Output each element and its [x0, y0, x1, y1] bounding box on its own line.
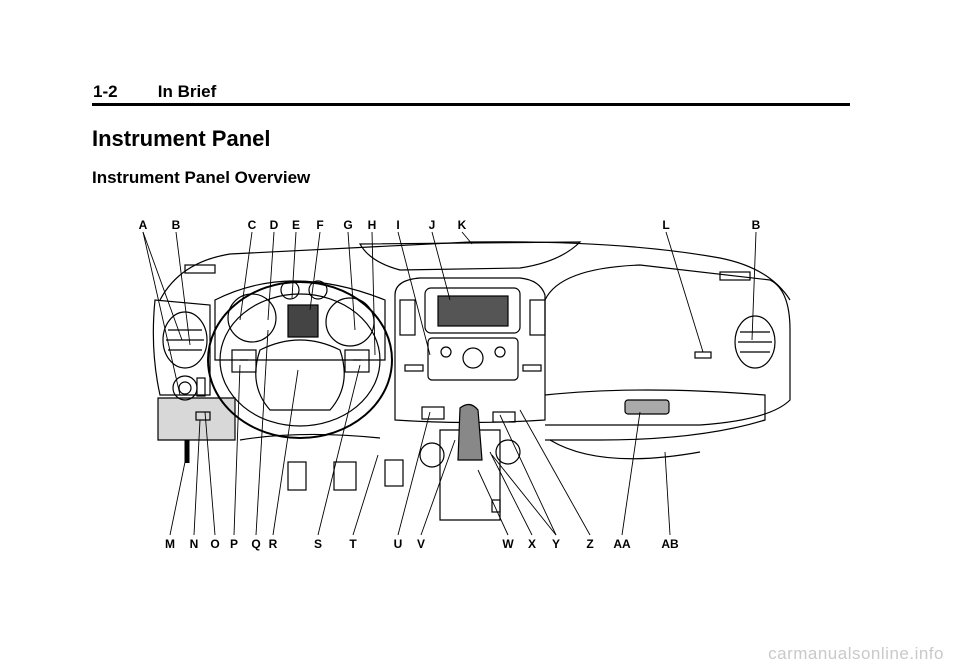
callout-C: C	[248, 218, 257, 232]
callouts-top: A B C D E F G H I J K L B	[139, 218, 761, 232]
callout-B: B	[172, 218, 181, 232]
callout-G: G	[343, 218, 352, 232]
driver-info-display	[287, 304, 319, 338]
vent-slot-right	[719, 271, 751, 281]
section-title: In Brief	[157, 82, 217, 101]
vent-slot-left	[184, 264, 216, 274]
center-display	[437, 295, 509, 327]
callout-Z: Z	[586, 537, 593, 551]
callout-R: R	[269, 537, 278, 551]
callout-W: W	[502, 537, 514, 551]
hazard-switch	[421, 406, 445, 420]
callout-U: U	[394, 537, 403, 551]
callout-Q: Q	[251, 537, 260, 551]
callout-E: E	[292, 218, 300, 232]
callout-D: D	[270, 218, 279, 232]
climate-knob-left	[419, 442, 445, 468]
watermark: carmanualsonline.info	[768, 644, 944, 663]
callout-M: M	[165, 537, 175, 551]
callout-J: J	[429, 218, 436, 232]
callout-P: P	[230, 537, 238, 551]
steering-hub	[255, 339, 345, 411]
left-air-vent	[162, 311, 208, 369]
glove-box-handle	[624, 399, 670, 415]
callout-N: N	[190, 537, 199, 551]
callout-S: S	[314, 537, 322, 551]
callout-AA: AA	[613, 537, 631, 551]
callout-B-right: B	[752, 218, 761, 232]
climate-knob-right	[495, 439, 521, 465]
callout-leaders	[142, 231, 757, 536]
callout-F: F	[316, 218, 323, 232]
tachometer	[227, 293, 277, 343]
dashboard-drawing	[152, 241, 791, 521]
page-header: 1-2 In Brief	[93, 82, 216, 102]
steering-wheel	[207, 281, 393, 439]
callout-Y: Y	[552, 537, 560, 551]
accelerator-pedal	[287, 461, 307, 491]
left-wheel-controls	[231, 349, 257, 373]
header-rule	[92, 103, 850, 106]
page-title: Instrument Panel	[92, 126, 271, 151]
callouts-bottom: M N O P Q R S T U V W X Y Z AA AB	[165, 537, 679, 551]
callout-A: A	[139, 218, 148, 232]
brake-pedal	[333, 461, 357, 491]
callout-O: O	[210, 537, 219, 551]
callout-V: V	[417, 537, 425, 551]
airbag-indicator	[694, 351, 712, 359]
gear-shifter	[457, 403, 483, 461]
callout-H: H	[368, 218, 377, 232]
callout-L: L	[662, 218, 669, 232]
center-display-bezel	[424, 287, 521, 334]
callout-AB: AB	[661, 537, 679, 551]
radio-controls	[427, 337, 519, 381]
right-wheel-controls	[344, 349, 370, 373]
page-number: 1-2	[93, 82, 118, 101]
clutch-pedal	[384, 459, 404, 487]
callout-K: K	[458, 218, 467, 232]
callout-T: T	[349, 537, 357, 551]
callout-I: I	[396, 218, 399, 232]
right-air-vent	[734, 315, 776, 369]
page-subtitle: Instrument Panel Overview	[92, 168, 311, 187]
callout-X: X	[528, 537, 536, 551]
